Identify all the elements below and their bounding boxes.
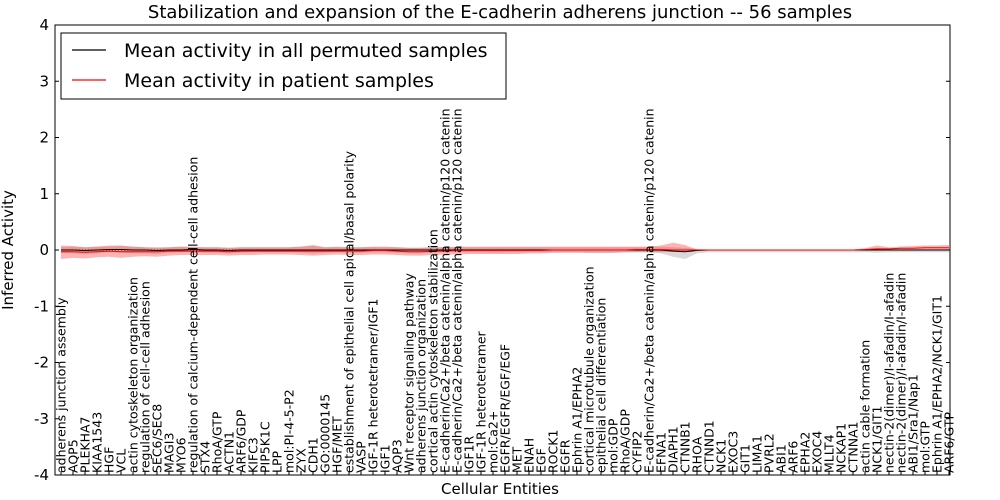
x-tick-label: EXOC3 <box>726 431 741 473</box>
x-tick-label: GO:0000145 <box>318 394 333 473</box>
x-tick-label: HGF/MET <box>330 416 345 473</box>
series-lines <box>55 247 950 253</box>
x-tick-label: ROCK1 <box>546 430 561 473</box>
legend-label: Mean activity in patient samples <box>124 70 434 92</box>
series-0-band <box>61 246 949 259</box>
x-tick-label: PLEKHA7 <box>78 416 93 473</box>
x-tick-label: NCK1 <box>714 439 729 473</box>
x-tick-label: cortical microtubule organization <box>582 266 597 473</box>
x-tick-label: AQP5 <box>66 439 81 473</box>
x-tick-label: STX4 <box>198 441 213 473</box>
x-tick-label: regulation of cell-cell adhesion <box>138 281 153 473</box>
x-tick-label: ARF6/GTP <box>942 412 957 473</box>
x-tick-label: CYFIP2 <box>630 430 645 473</box>
x-tick-label: Wnt receptor signaling pathway <box>402 273 417 473</box>
x-axis-label: Cellular Entities <box>441 480 559 498</box>
x-tick-label: PVRL2 <box>762 433 777 473</box>
legend-label: Mean activity in all permuted samples <box>124 40 487 62</box>
x-axis: adherens junction assemblyAQP5PLEKHA7KIA… <box>54 108 957 475</box>
x-tick-label: PIP5K1C <box>258 421 273 473</box>
y-tick-label: 1 <box>39 185 49 203</box>
x-tick-label: CTNND1 <box>702 420 717 473</box>
y-axis-label: Inferred Activity <box>0 190 17 310</box>
x-tick-label: mol:GTP <box>918 421 933 473</box>
x-tick-label: E-cadherin/Ca2+/beta catenin/alpha caten… <box>450 108 465 473</box>
x-tick-label: actin cytoskeleton organization <box>126 277 141 473</box>
y-tick-label: -2 <box>34 354 49 372</box>
x-tick-label: EXOC4 <box>810 431 825 473</box>
x-tick-label: mol:GDP <box>606 418 621 473</box>
x-tick-label: HGF <box>102 447 117 473</box>
x-tick-label: E-cadherin/Ca2+/beta catenin/alpha caten… <box>438 108 453 473</box>
x-tick-label: DIAPH1 <box>666 426 681 473</box>
x-tick-label: adherens junction organization <box>414 279 429 473</box>
series-1-line <box>61 247 949 253</box>
x-tick-label: ENAH <box>522 438 537 473</box>
x-tick-label: IGF1 <box>378 444 393 473</box>
x-tick-label: EGF <box>534 448 549 473</box>
y-tick-label: 4 <box>39 16 49 34</box>
x-tick-label: SEC6/SEC8 <box>150 404 165 473</box>
x-tick-label: MAGI3 <box>162 433 177 473</box>
y-tick-label: -3 <box>34 410 49 428</box>
x-tick-label: MET <box>510 446 525 473</box>
x-tick-label: adherens junction assembly <box>54 297 69 473</box>
x-tick-label: NCKAP1 <box>834 423 849 473</box>
x-tick-label: MYO6 <box>174 437 189 473</box>
x-tick-label: EGFR <box>558 439 573 473</box>
x-tick-label: RhoA/GDP <box>618 409 633 473</box>
x-tick-label: ARF6 <box>786 441 801 473</box>
x-tick-label: ABI1 <box>774 444 789 473</box>
y-tick-label: 2 <box>39 129 49 147</box>
x-tick-label: Ephrin A1/EPHA2 <box>570 367 585 473</box>
x-tick-label: RhoA/GTP <box>210 411 225 473</box>
plot-frame <box>54 24 951 476</box>
y-tick-label: -4 <box>34 466 49 484</box>
x-tick-label: GIT1 <box>738 444 753 473</box>
x-tick-label: LPP <box>270 450 285 473</box>
x-tick-label: LIMA1 <box>750 435 765 473</box>
x-tick-label: ABI1/Sra1/Nap1 <box>906 374 921 473</box>
x-tick-label: epithelial cell differentiation <box>594 298 609 473</box>
y-tick-label: -1 <box>34 297 49 315</box>
x-tick-label: VASP <box>354 441 369 473</box>
x-tick-label: CDH1 <box>306 437 321 473</box>
x-tick-label: establishment of epithelial cell apical/… <box>342 150 357 473</box>
x-tick-label: Ephrin A1/EPHA2/NCK1/GIT1 <box>930 295 945 473</box>
x-tick-label: EPHA2 <box>798 432 813 473</box>
x-tick-label: AQP3 <box>390 439 405 473</box>
x-tick-label: CTNNA1 <box>846 421 861 473</box>
x-tick-label: nectin-2(dimer)/I-afadin/I-afadin <box>894 273 909 473</box>
x-tick-label: EGFR/EGFR/EGF/EGF <box>498 344 513 473</box>
x-tick-label: mol:PI-4-5-P2 <box>282 389 297 473</box>
x-tick-label: VCL <box>114 449 129 473</box>
y-axis: -4 -3 -2 -1 0 1 2 3 4 <box>34 16 950 484</box>
chart-title: Stabilization and expansion of the E-cad… <box>148 2 852 23</box>
x-tick-label: NCK1/GIT1 <box>870 406 885 473</box>
x-tick-label: IGF-1R heterotetramer <box>474 330 489 473</box>
x-tick-label: EFNA1 <box>654 432 669 473</box>
x-tick-label: MLLT4 <box>822 434 837 473</box>
x-tick-label: nectin-2(dimer)/I-afadin/I-afadin <box>882 273 897 473</box>
x-tick-label: regulation of calcium-dependent cell-cel… <box>186 157 201 473</box>
x-tick-label: ARF6/GDP <box>234 409 249 473</box>
legend-box <box>60 32 507 100</box>
legend: Mean activity in all permuted samplesMea… <box>60 32 507 100</box>
x-tick-label: RHOA <box>690 436 705 473</box>
y-tick-label: 3 <box>39 72 49 90</box>
x-tick-label: KIAA1543 <box>90 412 105 473</box>
x-tick-label: E-cadherin/Ca2+/beta catenin/alpha caten… <box>642 108 657 473</box>
x-tick-label: IGF1R <box>462 435 477 473</box>
x-tick-label: cortical actin cytoskeleton stabilizatio… <box>426 229 441 473</box>
x-tick-label: actin cable formation <box>858 340 873 473</box>
x-tick-label: KIFC3 <box>246 437 261 473</box>
x-tick-label: ACTN1 <box>222 431 237 473</box>
y-tick-label: 0 <box>39 241 49 259</box>
x-tick-label: IGF-1R heterotetramer/IGF1 <box>366 299 381 473</box>
x-tick-label: CTNNB1 <box>678 421 693 473</box>
x-tick-label: mol:Ca2+ <box>486 411 501 473</box>
x-tick-label: ZYX <box>294 448 309 473</box>
